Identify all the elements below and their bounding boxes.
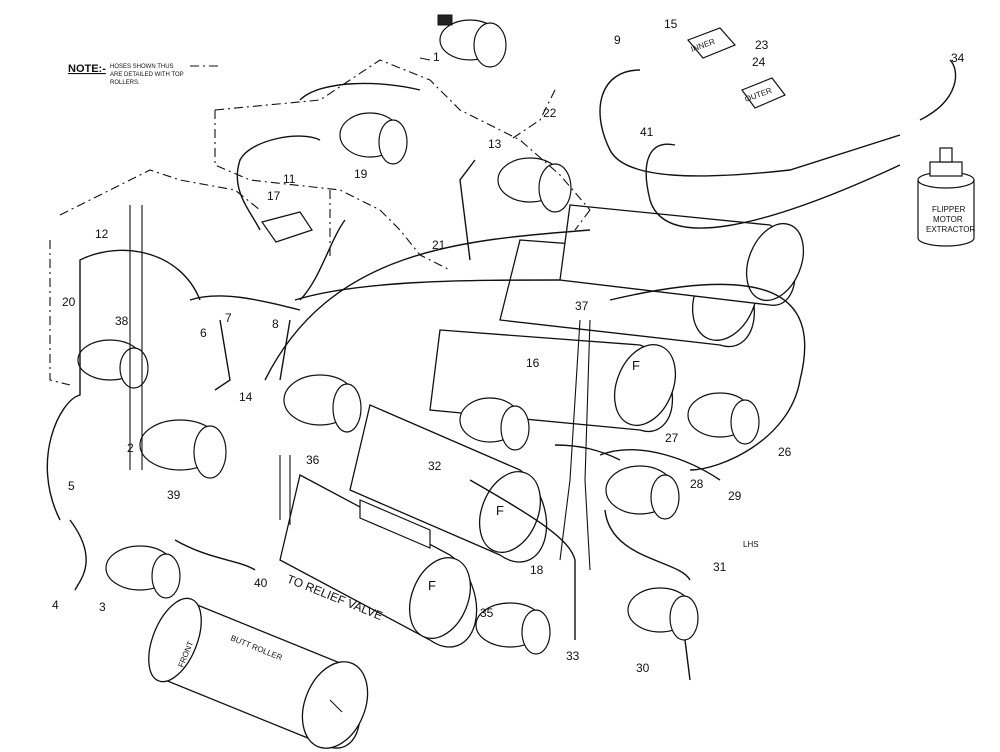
callout-24: 24: [752, 55, 766, 69]
callout-13: 13: [488, 137, 502, 151]
motor-bottom-center: [475, 602, 551, 655]
callout-20: 20: [62, 295, 76, 309]
callout-6: 6: [200, 326, 207, 340]
flipper-label-2: MOTOR: [933, 215, 963, 224]
callout-11: 11: [283, 172, 296, 186]
far-right-roller: [559, 204, 805, 306]
callout-19: 19: [354, 167, 368, 181]
flipper-label-1: FLIPPER: [932, 205, 966, 214]
lower-middle-roller: F: [279, 474, 478, 648]
motor-13-top: [497, 157, 572, 213]
note-line-3: ROLLERS.: [110, 80, 140, 86]
callout-5: 5: [68, 479, 75, 493]
callout-16: 16: [526, 356, 540, 370]
motor-bottom-right: [627, 587, 699, 641]
callout-2: 2: [127, 441, 134, 455]
callout-28: 28: [690, 477, 704, 491]
motor-upper-center: [339, 112, 408, 165]
motor-center-mid: [459, 397, 530, 451]
roller-f-label-1: F: [428, 578, 436, 593]
callout-8: 8: [272, 317, 279, 331]
callout-29: 29: [728, 489, 742, 503]
callout-37: 37: [575, 299, 589, 313]
callout-7: 7: [225, 311, 232, 325]
motor-center-left: [139, 419, 227, 479]
note-line-2: ARE DETAILED WITH TOP: [110, 72, 184, 78]
callout-33: 33: [566, 649, 580, 663]
callout-21: 21: [432, 238, 446, 252]
callout-22: 22: [543, 106, 557, 120]
valve-block-center: [359, 499, 431, 549]
roller-f-label-2: F: [496, 503, 504, 518]
inner-outer-valves: INNER OUTER: [686, 27, 786, 109]
dashed-assemblies: [49, 59, 591, 386]
note-line-1: HOSES SHOWN THUS: [110, 64, 174, 70]
callout-15: 15: [664, 17, 678, 31]
hydraulic-motors: [77, 14, 760, 655]
note-title: NOTE:-: [68, 63, 106, 75]
callout-numbers: 1 2 3 4 5 6 7 8 9 11 12 13 14 15 16 17 1…: [52, 17, 965, 675]
valve-block-17: [261, 211, 313, 243]
butt-roller: BUTT ROLLER FRONT: [148, 597, 369, 749]
hose-network: [46, 59, 957, 681]
middle-roller: F: [349, 404, 548, 563]
roller-cylinders: BUTT ROLLER FRONT F F F F: [148, 204, 805, 749]
callout-27: 27: [665, 431, 679, 445]
callout-32: 32: [428, 459, 442, 473]
motor-center: [283, 374, 362, 433]
motor-right: [687, 392, 760, 445]
callout-31: 31: [713, 560, 727, 574]
callout-9: 9: [614, 33, 621, 47]
callout-40: 40: [254, 576, 268, 590]
flipper-motor-extractor: FLIPPER MOTOR EXTRACTOR: [917, 147, 975, 247]
callout-3: 3: [99, 600, 106, 614]
note-block: NOTE:- HOSES SHOWN THUS ARE DETAILED WIT…: [68, 63, 222, 86]
callout-26: 26: [778, 445, 792, 459]
lhs-label: LHS: [743, 540, 759, 549]
callout-34: 34: [951, 51, 965, 65]
flipper-label-3: EXTRACTOR: [926, 225, 975, 234]
motor-right-center: [605, 465, 680, 520]
callout-4: 4: [52, 598, 59, 612]
motor-lower-left: [105, 545, 181, 599]
callout-14: 14: [239, 390, 253, 404]
callout-36: 36: [306, 453, 320, 467]
callout-1: 1: [433, 50, 440, 64]
callout-18: 18: [530, 563, 544, 577]
motor-left: [77, 339, 149, 389]
callout-38: 38: [115, 314, 129, 328]
callout-17: 17: [267, 189, 281, 203]
roller-f-label-3: F: [632, 358, 640, 373]
callout-23: 23: [755, 38, 769, 52]
callout-39: 39: [167, 488, 181, 502]
callout-41: 41: [640, 125, 654, 139]
callout-12: 12: [95, 227, 109, 241]
callout-30: 30: [636, 661, 650, 675]
motor-top-center: [437, 14, 507, 68]
callout-35: 35: [480, 606, 494, 620]
